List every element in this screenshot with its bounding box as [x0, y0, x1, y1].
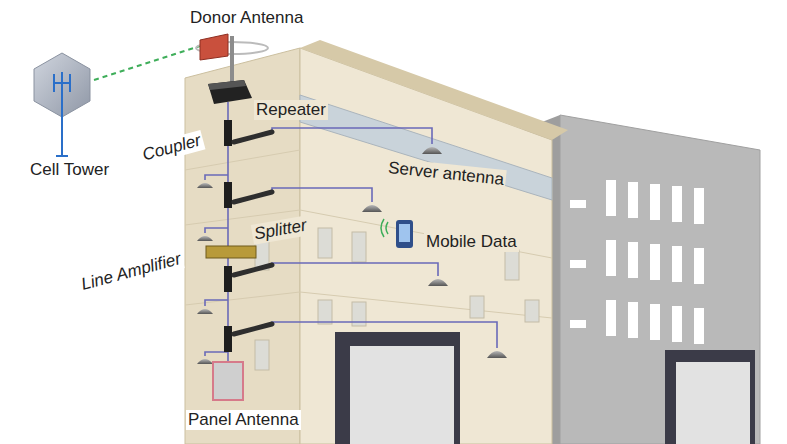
floor-line [300, 292, 552, 318]
tower-mast [61, 72, 63, 156]
window [672, 186, 682, 222]
windows [570, 180, 704, 344]
feeder-cable [272, 322, 497, 348]
window [650, 244, 660, 280]
window [694, 248, 704, 284]
window [672, 306, 682, 342]
callout-label: Server antenna [385, 158, 507, 190]
splitter-symbol [234, 192, 272, 202]
tower-bar [54, 82, 70, 84]
garage-door [676, 362, 750, 444]
feeder-cable [205, 352, 228, 356]
ceiling-antenna [428, 279, 448, 286]
window [255, 340, 269, 370]
window [628, 182, 638, 218]
panel-antenna-symbol [213, 362, 243, 400]
splitter-symbol [234, 265, 272, 275]
window [628, 242, 638, 278]
glass-band [300, 95, 552, 200]
callout-label: Splitter [251, 215, 311, 245]
window [650, 184, 660, 220]
server-antennas [197, 147, 507, 364]
callout-label: Panel Antenna [186, 410, 301, 430]
building-front [300, 48, 552, 444]
repeater-top [208, 80, 246, 90]
radio-link [94, 46, 200, 80]
callout-label: Line Amplifier [77, 249, 185, 296]
window [628, 302, 638, 338]
ceiling-antenna [197, 309, 213, 314]
feeder-cable [272, 263, 438, 276]
tower-base [56, 155, 68, 157]
ceiling-antenna [197, 183, 213, 188]
ceiling-antenna [197, 359, 213, 364]
callout-label: Repeater [254, 100, 328, 120]
feeder-cable [272, 128, 432, 144]
ceiling-antenna [487, 351, 507, 358]
window [606, 240, 616, 276]
splitter-symbol [234, 132, 272, 142]
floor-line [185, 292, 300, 305]
line-amplifier-symbol [206, 246, 256, 258]
garage-frame [665, 350, 755, 444]
floor-line [185, 150, 300, 170]
window [672, 246, 682, 282]
callout-label: Cell Tower [28, 160, 111, 180]
ceiling-antenna [422, 147, 442, 154]
window [505, 250, 519, 280]
callout-label: Coupler [138, 130, 205, 166]
antenna-mast [230, 36, 234, 84]
window [570, 200, 586, 208]
phone-screen [399, 224, 410, 242]
garage-frame [335, 332, 460, 444]
feeder-cable [205, 300, 228, 306]
window [606, 300, 616, 336]
window [352, 232, 366, 262]
window [570, 260, 586, 268]
building-front [560, 115, 760, 444]
window [606, 180, 616, 216]
window [470, 296, 484, 318]
ceiling-antenna [362, 205, 382, 212]
feeder-cable [205, 175, 228, 180]
splitter-symbol [234, 324, 272, 334]
window [650, 304, 660, 340]
feeder-cable [205, 228, 228, 233]
window [694, 308, 704, 344]
window [525, 300, 539, 322]
coupler-symbol [224, 182, 232, 208]
window [694, 188, 704, 224]
feeder-cable [272, 188, 372, 202]
window [570, 320, 586, 328]
garage-door [350, 346, 454, 444]
donor-antenna-symbol [200, 34, 228, 60]
floor-line [300, 210, 552, 258]
window [318, 300, 332, 324]
couplers [224, 120, 232, 352]
coupler-symbol [224, 266, 232, 292]
phone-icon [396, 220, 413, 248]
floor-lines [185, 150, 552, 318]
window [318, 228, 332, 258]
coupler-symbol [224, 326, 232, 352]
repeater-symbol [208, 80, 252, 104]
callout-label: Donor Antenna [188, 8, 305, 28]
signal-waves [381, 219, 388, 237]
coupler-symbol [224, 120, 232, 146]
ceiling-antenna [197, 236, 213, 241]
callout-label: Mobile Data [424, 232, 519, 252]
cell-tower-symbol [54, 72, 70, 156]
